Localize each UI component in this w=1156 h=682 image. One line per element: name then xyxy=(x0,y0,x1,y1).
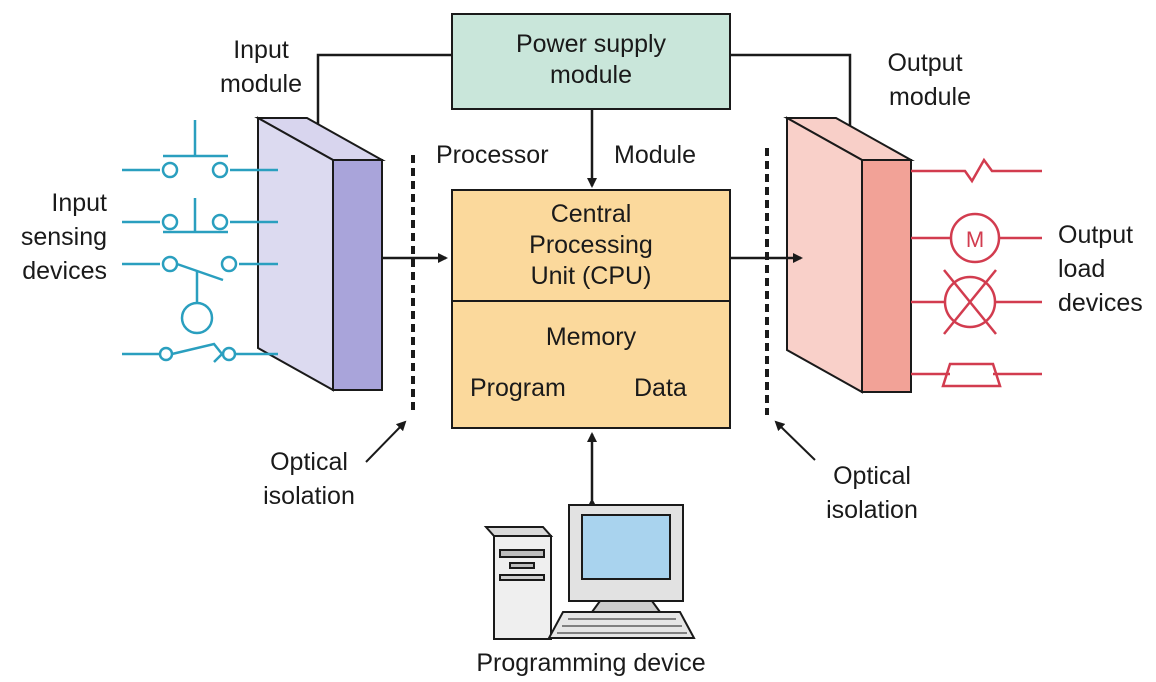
output-load-devices xyxy=(911,157,1042,388)
output-devices-label-line1: Output xyxy=(1058,221,1133,249)
float-switch-symbol xyxy=(122,255,278,335)
pushbutton-no-symbol xyxy=(122,120,278,179)
lamp-symbol xyxy=(911,269,1042,335)
memory-label: Memory xyxy=(546,323,637,351)
power-supply-module: Power supply module xyxy=(451,13,731,110)
output-module-box xyxy=(783,116,915,394)
output-devices-label-line3: devices xyxy=(1058,289,1143,317)
input-devices-label-line3: devices xyxy=(22,257,107,285)
input-module-box xyxy=(254,116,386,392)
power-to-output-arrow xyxy=(730,53,855,142)
processor-module: Central Processing Unit (CPU) Memory Pro… xyxy=(451,189,731,429)
optical-pointer-right xyxy=(774,420,816,461)
output-module-label-line1: Output xyxy=(887,49,962,77)
power-to-input-arrow xyxy=(313,53,452,142)
motor-symbol xyxy=(911,212,1042,264)
power-supply-label-line2: module xyxy=(550,61,632,89)
computer-keyboard xyxy=(547,611,696,639)
optical-isolation-left-line1: Optical xyxy=(270,448,348,476)
module-label: Module xyxy=(614,141,696,169)
power-lines xyxy=(313,53,855,188)
motor-symbol-letter: M xyxy=(966,227,984,252)
computer-monitor xyxy=(568,504,684,613)
processor-label: Processor xyxy=(436,141,549,169)
input-module-label-line2: module xyxy=(220,70,302,98)
cpu-label-line3: Unit (CPU) xyxy=(531,262,652,290)
output-module-label-line2: module xyxy=(889,83,971,111)
heater-symbol xyxy=(911,157,1042,184)
optical-isolation-barriers xyxy=(411,148,769,415)
input-devices-label-line2: sensing xyxy=(21,223,107,251)
optical-isolation-right-line2: isolation xyxy=(826,496,918,524)
optical-isolation-left-line2: isolation xyxy=(263,482,355,510)
programming-device-label: Programming device xyxy=(476,649,705,677)
optical-isolation-pointers xyxy=(365,420,816,463)
memory-data-label: Data xyxy=(634,374,687,402)
optical-pointer-left xyxy=(365,420,407,463)
programming-device xyxy=(483,504,696,640)
horn-symbol xyxy=(911,362,1042,388)
output-devices-label-line2: load xyxy=(1058,255,1105,283)
cpu-label-line2: Processing xyxy=(529,231,653,259)
memory-program-label: Program xyxy=(470,374,566,402)
input-module-label-line1: Input xyxy=(233,36,289,64)
power-supply-label-line1: Power supply xyxy=(516,30,667,58)
computer-tower xyxy=(483,526,554,640)
input-devices-label-line1: Input xyxy=(51,189,107,217)
input-sensing-devices xyxy=(122,120,278,363)
pushbutton-nc-symbol xyxy=(122,198,278,234)
limit-switch-symbol xyxy=(122,342,278,363)
cpu-label-line1: Central xyxy=(551,200,632,228)
optical-isolation-right-line1: Optical xyxy=(833,462,911,490)
